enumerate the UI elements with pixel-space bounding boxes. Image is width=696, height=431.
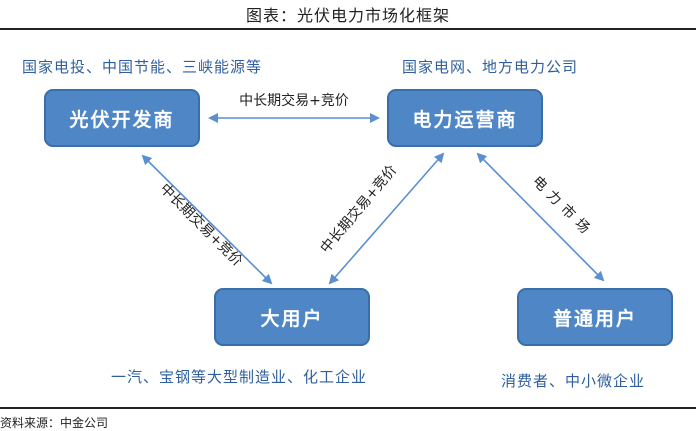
source-note: 资料来源：中金公司 <box>0 416 109 430</box>
figure-title: 图表：光伏电力市场化框架 <box>245 6 450 25</box>
edge-label-operator-ordinary: 电力市场 <box>529 173 598 242</box>
edge-label-operator-large: 中长期交易+竞价 <box>317 162 401 257</box>
arrow-operator-ordinary <box>476 152 605 282</box>
arrow-dev-large <box>141 154 273 285</box>
edge-label-dev-operator: 中长期交易+竞价 <box>239 92 349 109</box>
note-large-user: 一汽、宝钢等大型制造业、化工企业 <box>111 368 368 386</box>
node-large-user: 大用户 <box>214 288 370 346</box>
node-pv-developer: 光伏开发商 <box>44 89 200 147</box>
node-power-operator: 电力运营商 <box>387 89 543 147</box>
edge-label-dev-large: 中长期交易+竞价 <box>156 180 246 270</box>
top-rule <box>0 28 696 30</box>
note-power-operator: 国家电网、地方电力公司 <box>402 58 579 76</box>
note-ordinary-user: 消费者、中小微企业 <box>501 372 646 390</box>
note-pv-developer: 国家电投、中国节能、三峡能源等 <box>22 58 263 76</box>
bottom-rule <box>0 407 696 409</box>
node-ordinary-user: 普通用户 <box>517 288 673 346</box>
arrow-operator-large <box>328 152 445 285</box>
